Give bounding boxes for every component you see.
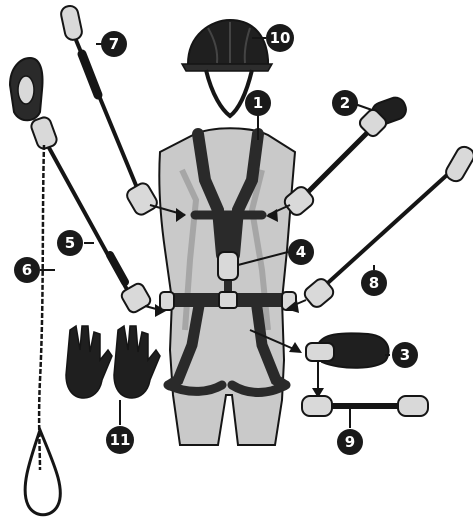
carabiner-icon [398,396,428,416]
callout-10: 10 [266,24,294,52]
callout-9: 9 [337,429,363,455]
lanyard-7-shock-absorber [82,54,98,95]
short-lanyard [302,396,428,428]
lifeline-loop [25,430,60,515]
lanyard-8-rope [320,165,458,290]
carabiner-icon [302,396,332,416]
helmet-shell [186,20,268,66]
mannequin-with-harness [159,128,296,445]
vertical-lifeline [39,145,44,470]
chin-strap [206,70,252,116]
callout-10-label: 10 [270,29,291,47]
callout-6: 6 [14,257,40,283]
back-d-ring [218,252,238,280]
callout-11-label: 11 [110,431,131,449]
callout-2: 2 [332,90,358,116]
rope-grab-window [18,76,34,104]
callout-6-label: 6 [22,261,32,279]
lanyard-2-rope [300,125,375,200]
carabiner-icon [60,5,84,42]
callout-3-label: 3 [400,346,410,364]
callout-7-label: 7 [109,35,119,53]
callout-7: 7 [101,31,127,57]
callout-5: 5 [57,230,83,256]
callout-5-label: 5 [65,234,75,252]
carabiner-icon [125,181,160,217]
callout-4: 4 [288,239,314,265]
callout-8-label: 8 [369,274,379,292]
callout-4-label: 4 [296,243,306,261]
left-glove [66,326,112,398]
right-glove [114,326,160,398]
callout-2-label: 2 [340,94,350,112]
callout-11: 11 [106,426,134,454]
callout-1-label: 1 [253,94,263,112]
callout-8: 8 [361,270,387,296]
left-hip-ring [160,292,174,310]
callout-3: 3 [392,342,418,368]
callout-9-label: 9 [345,433,355,451]
front-buckle [219,292,237,308]
lanyard-5-shock-absorber [110,255,125,282]
callout-1: 1 [245,90,271,116]
carabiner-icon [306,343,334,361]
lanyard-5 [29,115,166,317]
gloves-icon [66,326,160,425]
helmet-brim [182,64,272,71]
carabiner-icon [443,144,473,184]
